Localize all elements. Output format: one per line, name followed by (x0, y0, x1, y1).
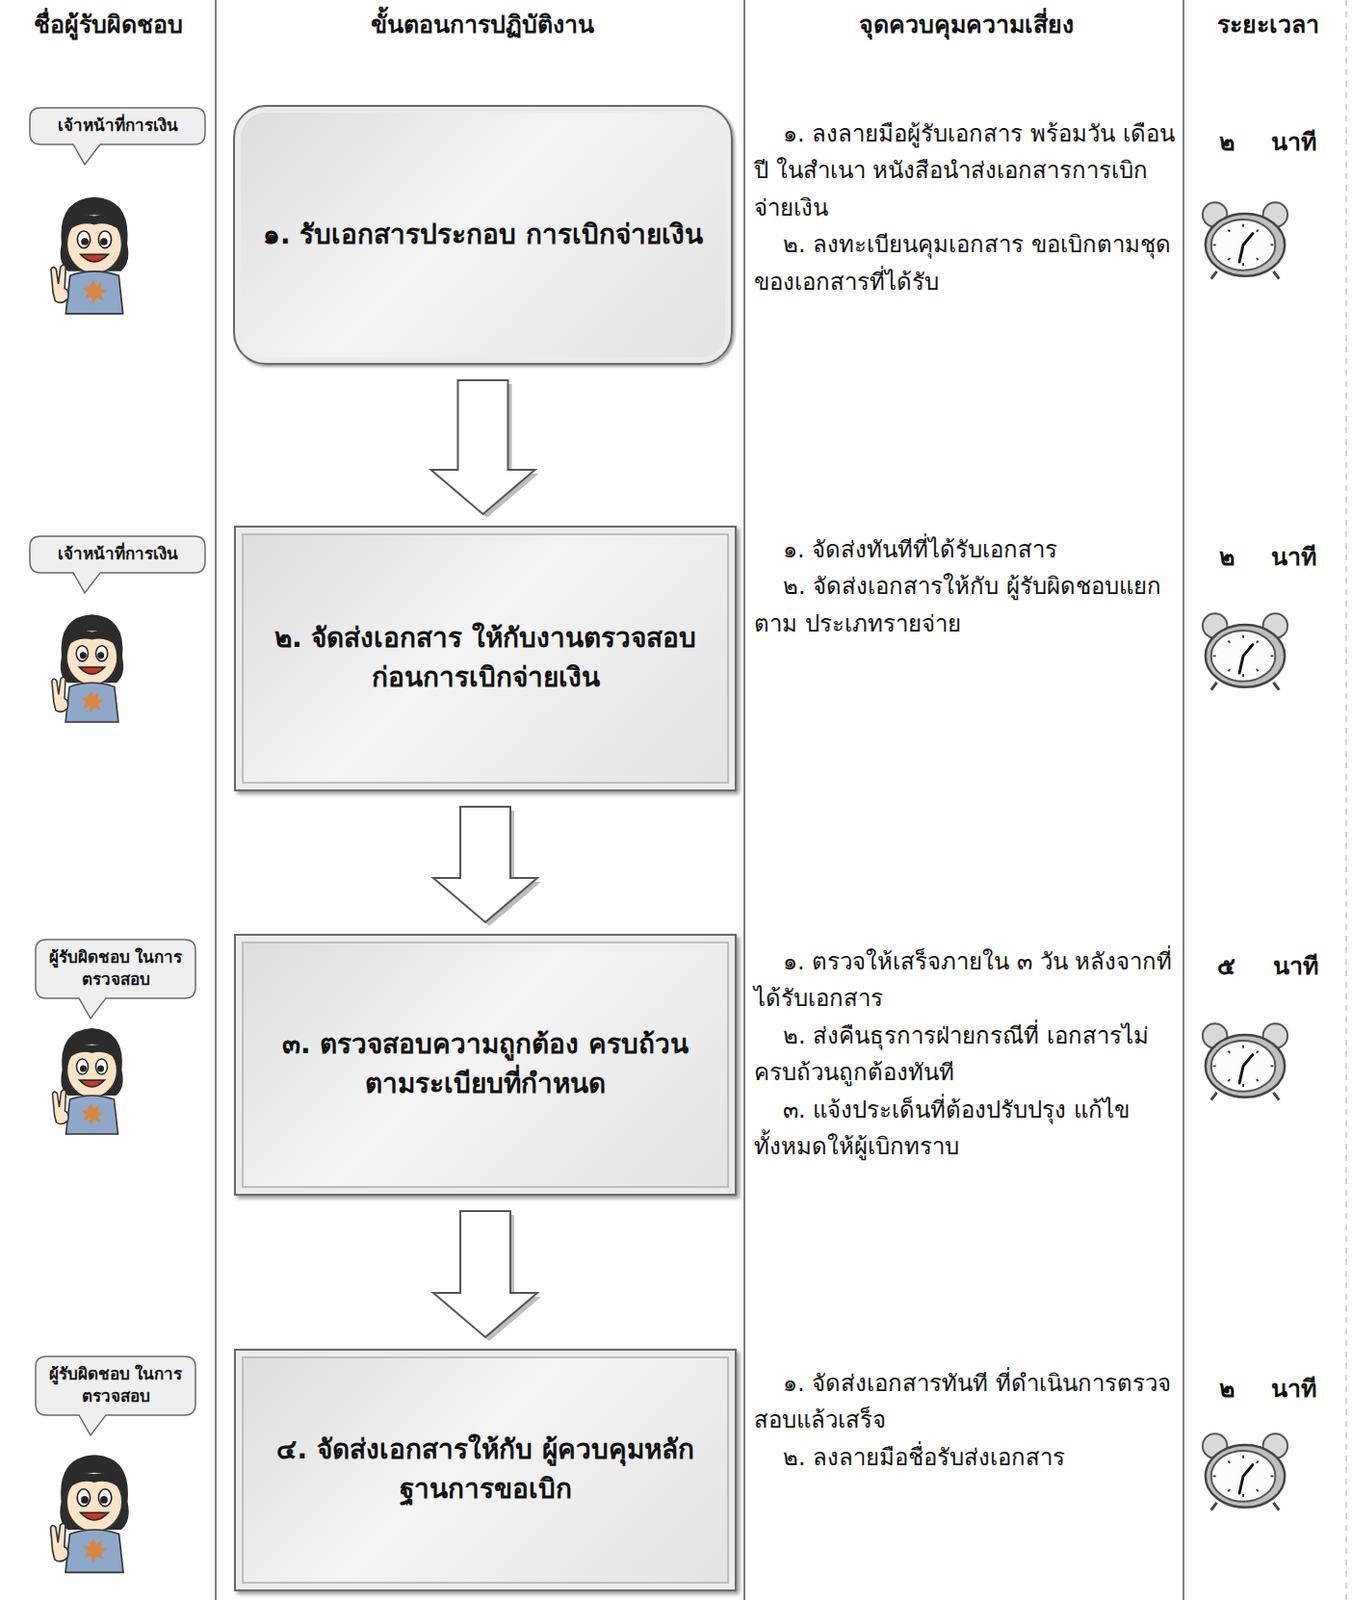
responsible-callout: เจ้าหน้าที่การเงิน (28, 106, 207, 166)
arrow-body (433, 806, 538, 923)
duration: ๕ นาที (1188, 946, 1348, 986)
risk-control-item: ๑. ลงลายมือผู้รับเอกสาร พร้อมวัน เดือน ป… (754, 115, 1178, 227)
process-box: ๔. จัดส่งเอกสารให้กับ ผู้ควบคุมหลักฐานกา… (234, 1349, 737, 1592)
block-arrow (433, 1211, 542, 1342)
callout-shape (29, 536, 206, 594)
callout-shape (35, 939, 196, 1019)
column-header: ชื่อผู้รับผิดชอบ (3, 9, 212, 42)
duration: ๒ นาที (1188, 122, 1348, 161)
arrow-body (431, 380, 536, 515)
callout-text: ผู้รับผิดชอบ ในการตรวจสอบ (44, 946, 187, 991)
risk-control-item: ๒. ลงลายมือชื่อรับส่งเอกสาร (754, 1439, 1178, 1477)
callout-text: เจ้าหน้าที่การเงิน (38, 114, 197, 137)
responsible-callout: เจ้าหน้าที่การเงิน (28, 535, 207, 595)
risk-control-item: ๒. ลงทะเบียนคุมเอกสาร ขอเบิกตามชุดของเอก… (754, 226, 1178, 301)
process-box: ๑. รับเอกสารประกอบ การเบิกจ่ายเงิน (233, 104, 733, 365)
callout-shape (29, 107, 206, 165)
duration: ๒ นาที (1188, 537, 1348, 576)
column-header: ขั้นตอนการปฏิบัติงาน (223, 9, 742, 42)
risk-control-list: ๑. ลงลายมือผู้รับเอกสาร พร้อมวัน เดือน ป… (754, 115, 1178, 301)
duration: ๒ นาที (1188, 1369, 1348, 1408)
callout-text: เจ้าหน้าที่การเงิน (38, 543, 197, 566)
risk-control-item: ๑. จัดส่งเอกสารทันที ที่ดำเนินการตรวจสอบ… (754, 1365, 1178, 1440)
risk-control-item: ๒. จัดส่งเอกสารให้กับ ผู้รับผิดชอบแยกตาม… (754, 568, 1178, 643)
column-header: ระยะเวลา (1186, 9, 1351, 42)
process-text: ๓. ตรวจสอบความถูกต้อง ครบถ้วนตามระเบียบท… (260, 1025, 710, 1104)
risk-control-item: ๑. ตรวจให้เสร็จภายใน ๓ วัน หลังจากที่ได้… (754, 943, 1178, 1018)
responsible-callout: ผู้รับผิดชอบ ในการตรวจสอบ (34, 1355, 197, 1437)
risk-control-item: ๒. ส่งคืนธุรการฝ่ายกรณีที่ เอกสารไม่ครบถ… (754, 1017, 1178, 1092)
arrow-body (433, 1211, 538, 1338)
risk-control-item: ๓. แจ้งประเด็นที่ต้องปรับปรุง แก้ไขทั้งห… (754, 1092, 1178, 1167)
risk-control-list: ๑. ตรวจให้เสร็จภายใน ๓ วัน หลังจากที่ได้… (754, 943, 1178, 1166)
process-box: ๓. ตรวจสอบความถูกต้อง ครบถ้วนตามระเบียบท… (234, 934, 737, 1196)
process-text: ๔. จัดส่งเอกสารให้กับ ผู้ควบคุมหลักฐานกา… (260, 1430, 710, 1509)
risk-control-item: ๑. จัดส่งทันทีที่ได้รับเอกสาร (754, 531, 1178, 569)
clock-icons (1202, 202, 1288, 1510)
block-arrow (431, 380, 540, 519)
callout-text: ผู้รับผิดชอบ ในการตรวจสอบ (44, 1363, 187, 1408)
block-arrow (433, 806, 542, 927)
responsible-callout: ผู้รับผิดชอบ ในการตรวจสอบ (34, 938, 197, 1020)
process-box: ๒. จัดส่งเอกสาร ให้กับงานตรวจสอบ ก่อนการ… (234, 525, 737, 792)
risk-control-list: ๑. จัดส่งเอกสารทันที ที่ดำเนินการตรวจสอบ… (754, 1365, 1178, 1477)
process-text: ๒. จัดส่งเอกสาร ให้กับงานตรวจสอบ ก่อนการ… (260, 619, 710, 698)
callout-shape (35, 1356, 196, 1436)
column-header: จุดควบคุมความเสี่ยง (751, 9, 1181, 42)
process-text: ๑. รับเอกสารประกอบ การเบิกจ่ายเงิน (262, 215, 703, 256)
risk-control-list: ๑. จัดส่งทันทีที่ได้รับเอกสาร๒. จัดส่งเอ… (754, 531, 1178, 643)
